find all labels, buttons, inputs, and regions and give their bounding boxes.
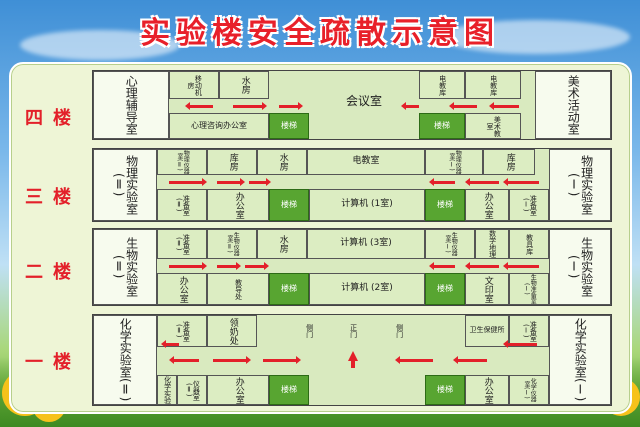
room-chem-lab-3: 化学实验 [157,375,177,405]
room-print: 文印室 [465,273,509,305]
cloud [440,20,630,54]
evac-arrow [169,262,207,270]
evac-arrow [503,262,539,270]
room-tech-lib: 教具库 [509,229,549,259]
evac-arrow [217,178,245,186]
evac-arrow [395,356,433,364]
main-door: 正门 [349,324,358,338]
room-prep-1: 准备室(Ⅰ) [509,315,549,347]
room-hvac: 移动机房 [169,71,219,99]
evac-arrow [263,356,301,364]
room-math-geo: 数学地理 [475,229,509,259]
room-office-2: 办公室 [465,189,509,221]
room-computer-1: 计算机 (1室) [309,189,425,221]
room-instrument: 仪器室(Ⅱ) [177,375,207,405]
room-chem-lab-2: 化学实验室(Ⅱ) [93,315,157,405]
room-physics-lab-1: 物理实验室(Ⅰ) [549,149,611,221]
evac-arrow [429,262,455,270]
evac-arrow [465,178,499,186]
evac-arrow [401,102,419,110]
stair-1-2: 楼梯 [425,375,465,405]
room-prep-2: 准备室(Ⅱ) [157,189,207,221]
room-art-teach: 美术教室 [465,113,521,139]
evac-arrow [465,262,499,270]
room-chem-lab-1: 化学实验室(Ⅰ) [549,315,611,405]
evac-arrow [169,178,207,186]
room-water: 水房 [257,149,307,175]
stair-4-2: 楼梯 [419,113,465,139]
evac-arrow [233,102,267,110]
evac-arrow [453,356,487,364]
evac-arrow [245,262,269,270]
evac-arrow [161,340,179,348]
evac-arrow [503,178,539,186]
evac-arrow [429,178,455,186]
floor-label-4: 四楼 [25,108,81,129]
room-physics-lab-2: 物理实验室(Ⅱ) [93,149,157,221]
stair-3-1: 楼梯 [269,189,309,221]
room-water: 水房 [219,71,269,99]
evac-arrow [503,340,537,348]
page-title: 实验楼安全疏散示意图 [140,16,500,51]
room-bio-lab-1: 生物实验室(Ⅰ) [549,229,611,305]
floor-label-3: 三楼 [25,187,81,208]
room-meeting: 会议室 [345,93,382,108]
room-office-1: 办公室 [157,273,207,305]
floor-label-1: 一楼 [25,352,81,373]
evac-arrow [449,102,477,110]
room-av: 电教室 [307,149,425,175]
main-exit-arrow-icon [348,351,358,361]
room-computer-3: 计算机 (3室) [307,229,425,259]
cloud [20,30,180,60]
evac-arrow [169,356,199,364]
floor-label-2: 二楼 [25,262,81,283]
floor-3-plan: 物理实验室(Ⅱ) 物理仪器室(Ⅱ) 库房 水房 电教室 物理仪器室(Ⅰ) 库房 … [92,148,612,222]
room-prep-2: 准备室(Ⅱ) [157,229,207,259]
evac-arrow [213,356,251,364]
room-chem-instrument: 化学仪器室(Ⅰ) [509,375,549,405]
room-physics-equip-1: 物理仪器室(Ⅰ) [425,149,483,175]
main-exit-arrow-shaft [351,360,355,368]
floor-1-plan: 化学实验室(Ⅱ) 准备室(Ⅱ) 领奶处 侧门 正门 侧门 卫生保健所 准备室(Ⅰ… [92,314,612,406]
room-art: 美术活动室 [535,71,611,139]
floor-4-plan: 心理辅导室 移动机房 水房 心理咨询办公室 楼梯 会议室 电教库 电教库 楼梯 … [92,70,612,140]
side-door-1: 侧门 [305,324,314,338]
room-office-1: 办公室 [207,189,269,221]
room-prep-1: 准备室(Ⅰ) [509,189,549,221]
stair-4-1: 楼梯 [269,113,309,139]
room-edu-lib-2: 电教库 [465,71,521,99]
room-edu-lib: 电教库 [419,71,465,99]
evac-arrow [185,102,213,110]
room-physics-equip-2: 物理仪器室(Ⅱ) [157,149,207,175]
room-storage-1: 库房 [207,149,257,175]
room-health: 卫生保健所 [465,315,509,347]
evac-arrow [489,102,519,110]
stair-2-1: 楼梯 [269,273,309,305]
evac-arrow [249,178,271,186]
room-computer-2: 计算机 (2室) [309,273,425,305]
stair-1-1: 楼梯 [269,375,309,405]
room-guidance: 教导处 [207,273,269,305]
evac-arrow [217,262,241,270]
stair-3-2: 楼梯 [425,189,465,221]
room-counseling: 心理辅导室 [93,71,169,139]
room-bio-lab-2: 生物实验室(Ⅱ) [93,229,157,305]
room-storage-2: 库房 [483,149,535,175]
room-office-2: 办公室 [465,375,509,405]
room-milk: 领奶处 [207,315,257,347]
stair-2-2: 楼梯 [425,273,465,305]
room-water: 水房 [257,229,307,259]
room-bio-prep: 生物准备室(Ⅰ) [509,273,549,305]
room-bio-equip-1: 生物仪器室(Ⅰ) [425,229,475,259]
room-consult: 心理咨询办公室 [169,113,269,139]
floor-2-plan: 生物实验室(Ⅱ) 准备室(Ⅱ) 生物仪器室(Ⅱ) 水房 计算机 (3室) 生物仪… [92,228,612,306]
room-office-1: 办公室 [207,375,269,405]
room-bio-equip-2: 生物仪器室(Ⅱ) [207,229,257,259]
evac-arrow [279,102,303,110]
side-door-2: 侧门 [395,324,404,338]
